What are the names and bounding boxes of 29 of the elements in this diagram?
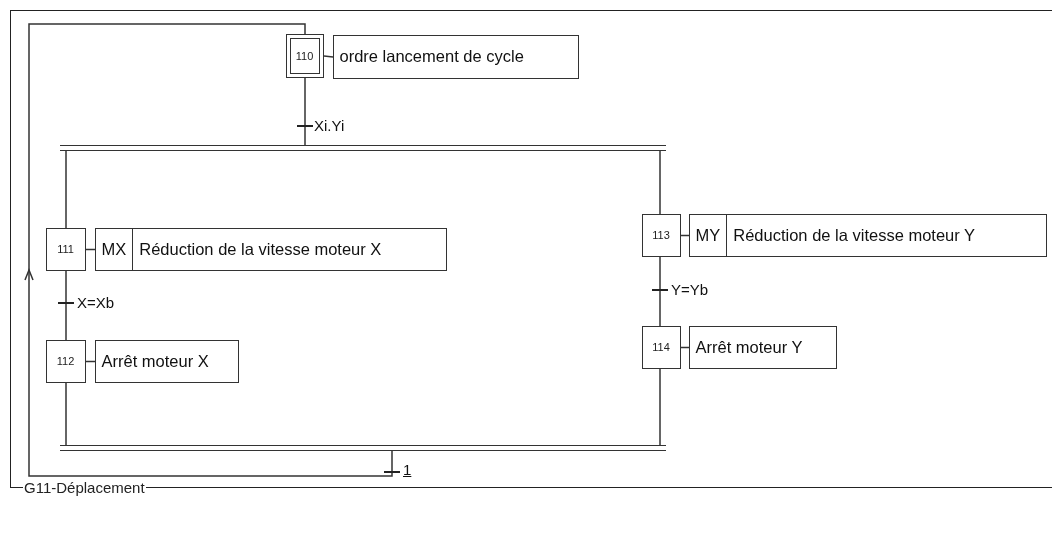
action-text: MY (689, 214, 728, 256)
step-box: 112 (45, 339, 86, 383)
action-text: MX (95, 228, 134, 270)
step-box: 114 (641, 325, 681, 369)
action-text: Réduction de la vitesse moteur X (138, 238, 383, 260)
connector-line (680, 234, 690, 237)
connector-line (659, 368, 661, 446)
connector-line (659, 150, 661, 215)
action-text: Arrêt moteur X (100, 350, 210, 372)
action-text: Réduction de la vitesse moteur Y (732, 224, 977, 246)
action-box (688, 325, 837, 369)
action-text: Arrêt moteur Y (694, 336, 804, 358)
action-box (94, 339, 239, 383)
action-box (332, 34, 579, 79)
initial-step-box: 110 (285, 33, 324, 78)
connector-line (65, 150, 67, 229)
action-text: ordre lancement de cycle (338, 46, 525, 67)
action-box (94, 227, 447, 271)
step-box: 113 (641, 213, 681, 257)
action-box (688, 213, 1047, 257)
connector-line (85, 248, 96, 251)
connector-line (85, 360, 96, 363)
connector-line (304, 77, 306, 146)
connector-line (65, 382, 67, 446)
connector-line (680, 346, 690, 349)
connector-line (65, 270, 67, 341)
connector-line (323, 55, 334, 58)
step-box: 111 (45, 227, 86, 271)
connector-line (659, 256, 661, 327)
